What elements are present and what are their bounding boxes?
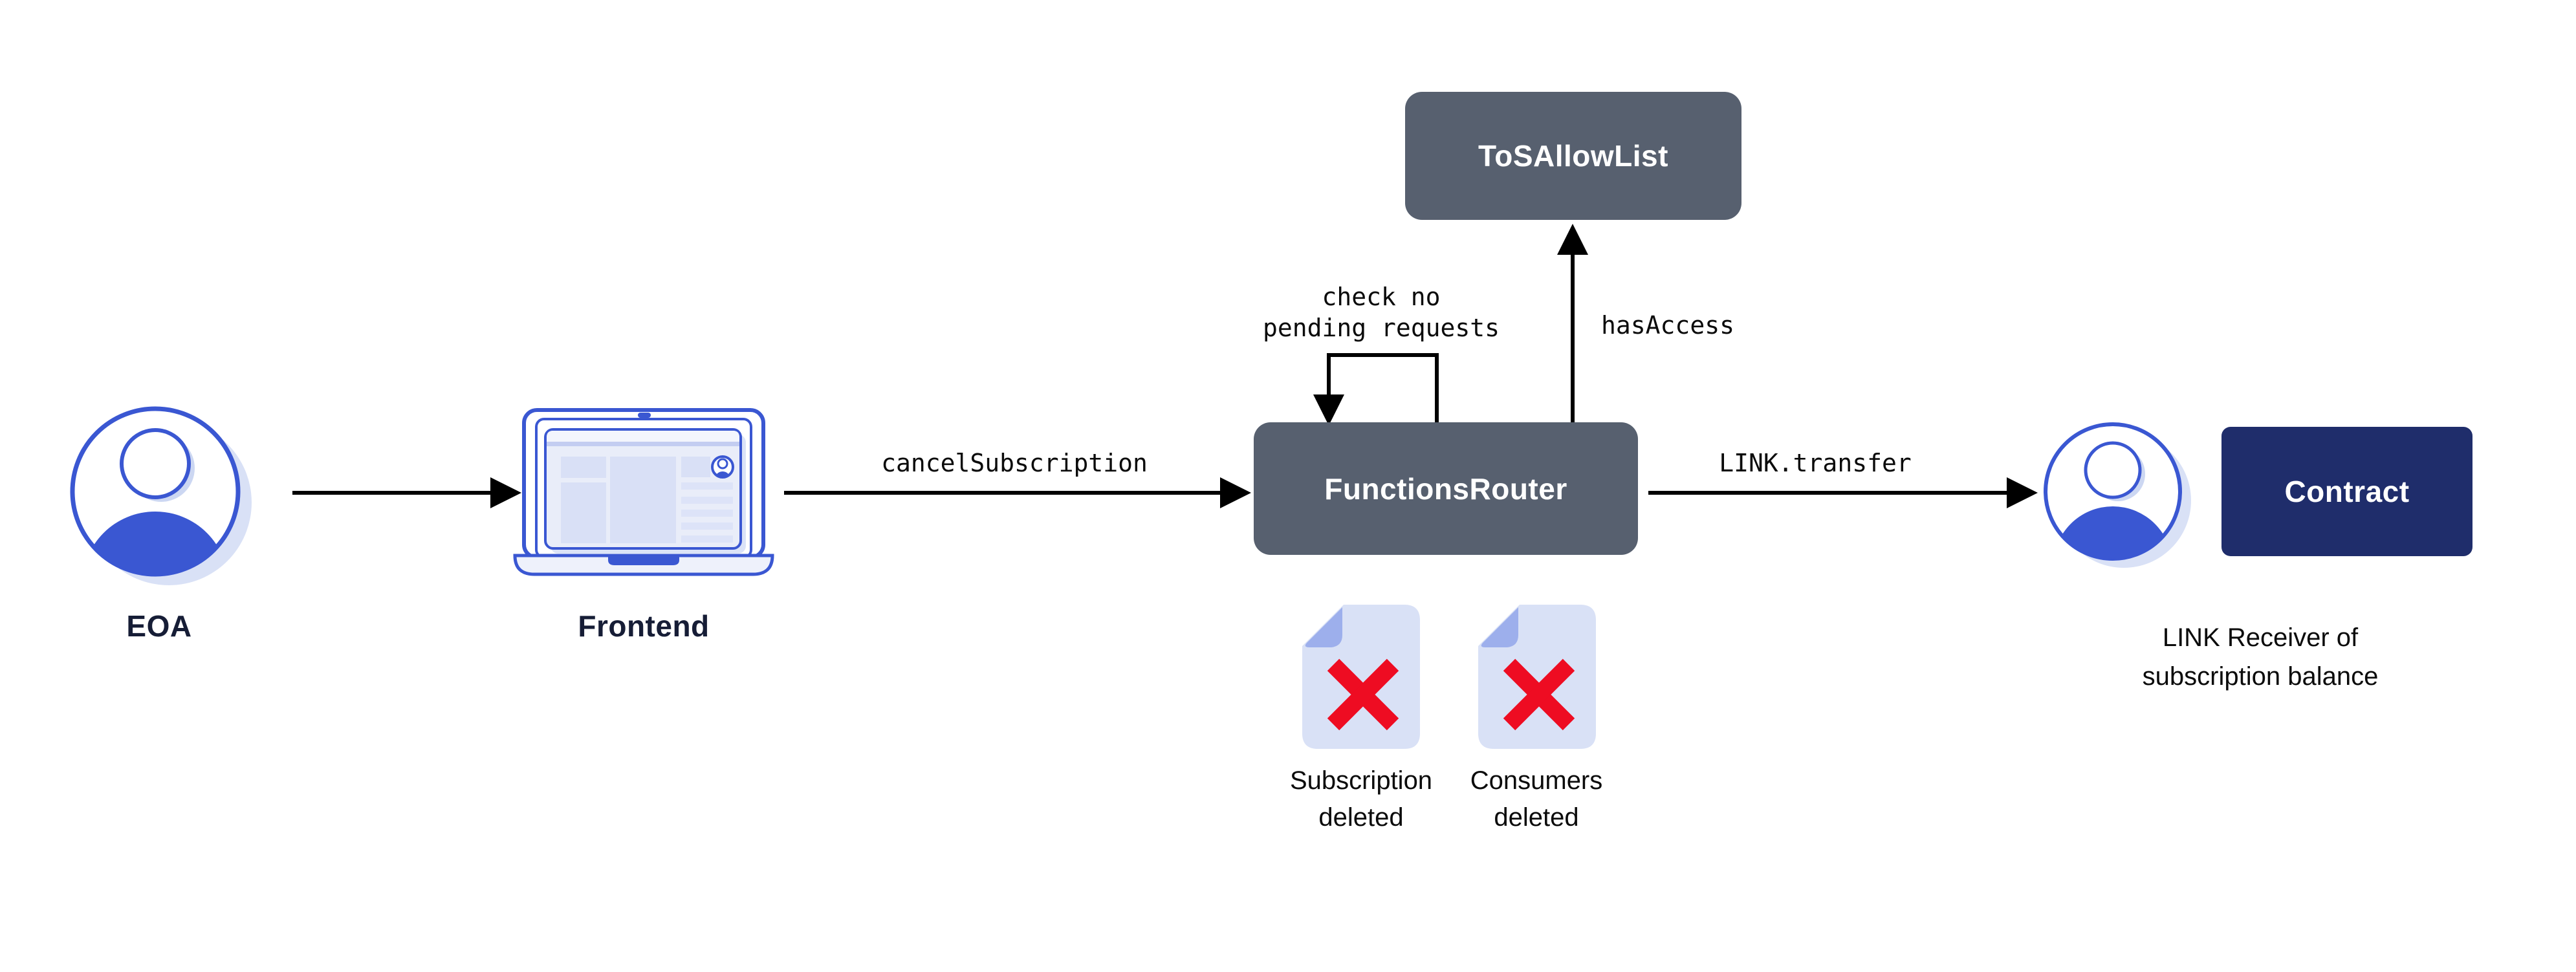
link-transfer-edge-label: LINK.transfer — [1719, 449, 1912, 477]
link-receiver-avatar-icon — [2044, 422, 2191, 568]
tos-allow-list-label: ToSAllowList — [1478, 139, 1668, 173]
x-icon — [1503, 658, 1575, 731]
contract-label: Contract — [2284, 475, 2410, 508]
link-receiver-label: LINK Receiver of subscription balance — [2142, 623, 2379, 691]
tos-allow-list-box: ToSAllowList — [1405, 92, 1741, 220]
contract-box: Contract — [2221, 427, 2472, 556]
consumers-deleted-label: Consumers deleted — [1470, 766, 1603, 832]
subscription-deleted-doc-icon — [1302, 605, 1420, 749]
arrow-check-pending-self-loop — [1313, 353, 1439, 426]
arrow-eoa-to-frontend — [292, 477, 521, 508]
subscription-deleted-label: Subscription deleted — [1289, 766, 1433, 832]
browser-user-icon — [711, 455, 734, 479]
document-body — [1302, 605, 1420, 749]
eoa-label: EOA — [126, 609, 192, 643]
arrow-cancel-subscription — [784, 477, 1251, 508]
frontend-label: Frontend — [578, 609, 710, 643]
has-access-edge-label: hasAccess — [1601, 311, 1734, 340]
arrow-link-transfer — [1648, 477, 2038, 508]
frontend-laptop-icon — [513, 408, 774, 576]
webcam-dot — [638, 413, 651, 418]
document-fold — [1305, 607, 1342, 647]
document-body — [1478, 605, 1596, 749]
functions-router-label: FunctionsRouter — [1324, 471, 1567, 506]
eoa-avatar-icon — [70, 406, 252, 585]
cancel-subscription-edge-label: cancelSubscription — [881, 449, 1148, 477]
consumers-deleted-doc-icon — [1478, 605, 1596, 749]
document-fold — [1481, 607, 1518, 647]
check-pending-edge-label: check no pending requests — [1262, 283, 1500, 342]
x-icon — [1327, 658, 1399, 731]
functions-router-box: FunctionsRouter — [1254, 422, 1638, 555]
arrow-has-access — [1557, 224, 1588, 422]
